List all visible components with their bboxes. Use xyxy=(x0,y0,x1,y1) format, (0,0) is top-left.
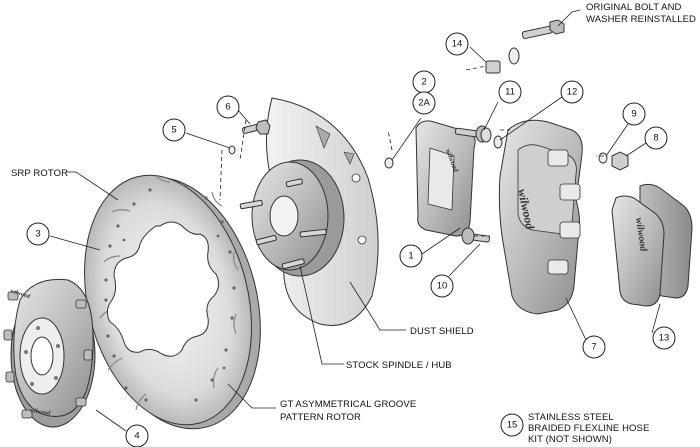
svg-text:15: 15 xyxy=(507,420,518,431)
callout-8: 8 xyxy=(625,126,668,157)
svg-text:14: 14 xyxy=(452,39,463,50)
svg-text:SRP ROTOR: SRP ROTOR xyxy=(11,168,68,179)
dust-shield-washer xyxy=(228,145,236,155)
bleeder-screw xyxy=(611,151,629,171)
callout-5: 5 xyxy=(162,118,231,149)
rotor-hat: wilwood wilwood xyxy=(3,278,96,428)
svg-text:2: 2 xyxy=(421,77,426,88)
svg-text:4: 4 xyxy=(134,431,139,442)
svg-text:DUST SHIELD: DUST SHIELD xyxy=(410,326,474,337)
callout-3: 3 xyxy=(26,222,101,251)
svg-text:7: 7 xyxy=(591,342,596,353)
label-srp-rotor: SRP ROTOR xyxy=(11,168,119,201)
svg-text:STOCK SPINDLE / HUB: STOCK SPINDLE / HUB xyxy=(346,360,452,371)
callout-13: 13 xyxy=(651,303,676,350)
caliper-mounting-bracket: wilwood xyxy=(415,120,476,237)
svg-text:PATTERN ROTOR: PATTERN ROTOR xyxy=(280,412,361,423)
svg-text:11: 11 xyxy=(505,87,515,98)
svg-text:9: 9 xyxy=(631,109,636,120)
callout-12: 12 xyxy=(499,80,584,141)
svg-text:BRAIDED FLEXLINE HOSE: BRAIDED FLEXLINE HOSE xyxy=(528,423,649,434)
callout-7: 7 xyxy=(565,297,606,359)
label-dust-shield: DUST SHIELD xyxy=(349,281,474,337)
bracket-shim xyxy=(384,157,394,169)
callout-2: 2 2A xyxy=(391,70,436,161)
brake-pad-inner: wilwood xyxy=(611,195,665,307)
svg-text:3: 3 xyxy=(35,229,40,240)
callout-11: 11 xyxy=(483,80,522,131)
caliper: wilwood xyxy=(498,119,583,315)
label-hose-kit: STAINLESS STEEL BRAIDED FLEXLINE HOSE KI… xyxy=(528,412,649,445)
svg-text:8: 8 xyxy=(653,133,658,144)
svg-text:GT ASYMMETRICAL GROOVE: GT ASYMMETRICAL GROOVE xyxy=(280,399,416,410)
dust-shield-bolt xyxy=(241,119,271,135)
spacer-nut xyxy=(485,60,501,74)
callout-9: 9 xyxy=(605,102,646,157)
bracket-spacer xyxy=(480,127,492,143)
callout-15: 15 xyxy=(500,413,524,437)
label-gt-rotor: GT ASYMMETRICAL GROOVE PATTERN ROTOR xyxy=(227,383,416,423)
crush-washer xyxy=(598,152,608,164)
callout-14: 14 xyxy=(445,32,487,63)
svg-text:10: 10 xyxy=(437,281,448,292)
svg-text:6: 6 xyxy=(225,102,230,113)
svg-text:5: 5 xyxy=(171,125,176,136)
svg-text:1: 1 xyxy=(408,251,413,262)
original-bolt xyxy=(521,19,565,39)
stock-spindle-hub xyxy=(239,159,345,277)
label-original-bolt: ORIGINAL BOLT AND WASHER REINSTALLED xyxy=(557,2,696,27)
label-stock-spindle: STOCK SPINDLE / HUB xyxy=(299,265,452,371)
callout-1: 1 xyxy=(399,227,461,268)
pad-logo: wilwood xyxy=(633,217,649,253)
srp-rotor xyxy=(84,174,261,430)
caliper-washer xyxy=(493,135,503,149)
bracket-bolt-lower xyxy=(461,227,491,245)
svg-text:STAINLESS STEEL: STAINLESS STEEL xyxy=(528,412,614,423)
label-original-bolt-line1: ORIGINAL BOLT AND xyxy=(586,2,682,13)
callout-4: 4 xyxy=(95,409,149,447)
svg-text:KIT (NOT SHOWN): KIT (NOT SHOWN) xyxy=(528,434,612,445)
callout-10: 10 xyxy=(430,243,481,298)
svg-text:2A: 2A xyxy=(418,98,430,109)
svg-text:12: 12 xyxy=(567,87,578,98)
svg-text:13: 13 xyxy=(659,333,670,344)
label-original-bolt-line2: WASHER REINSTALLED xyxy=(586,14,696,25)
spacer-washer xyxy=(508,47,520,65)
assembly-lines xyxy=(219,65,604,237)
callout-6: 6 xyxy=(216,95,251,125)
hat-logo-lower: wilwood xyxy=(30,408,52,417)
